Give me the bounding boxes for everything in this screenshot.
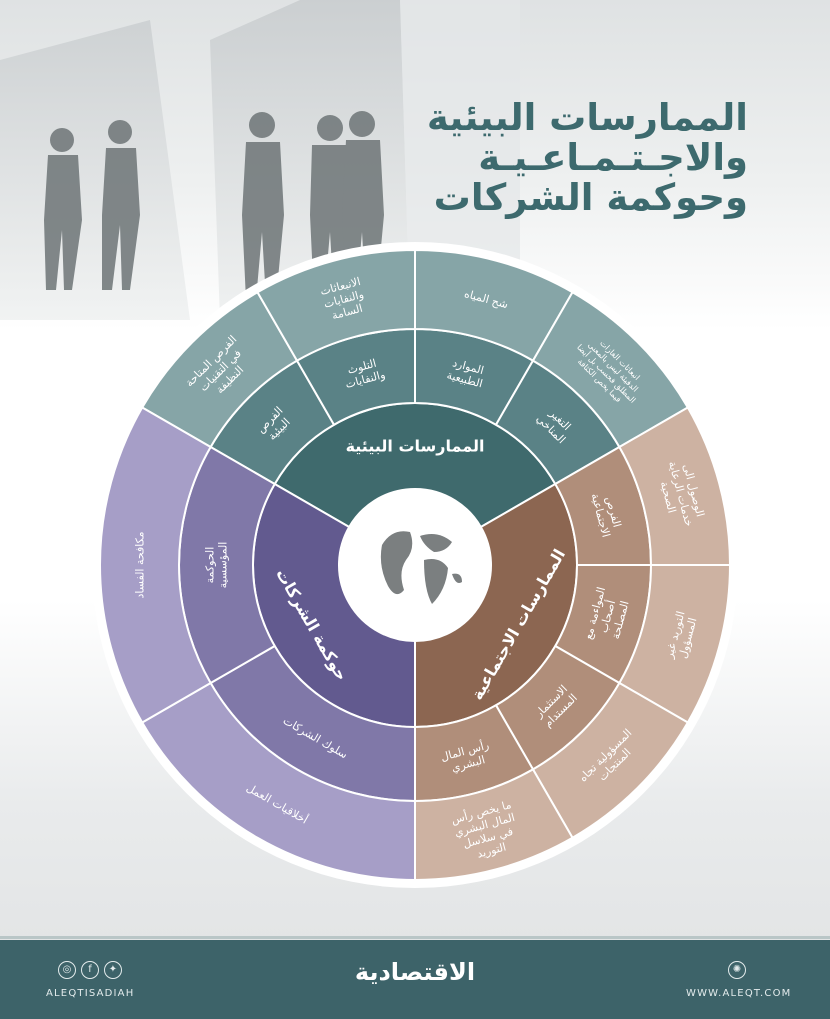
facebook-icon[interactable]: f: [81, 961, 99, 979]
title-line-2: والاجـتـمـاعـيـة: [478, 136, 748, 179]
page-title: الممارسات البيئية والاجـتـمـاعـيـة وحوكم…: [426, 96, 748, 219]
social-handle[interactable]: ALEQTISADIAH: [46, 988, 135, 999]
website-link[interactable]: WWW.ALEQT.COM: [686, 988, 792, 999]
brand-logo: الاقتصادية: [354, 958, 476, 986]
sector-1-outer-label-1: مكافحة الفساد: [133, 531, 146, 598]
sector-1-middle-label-1: الحوكمةالمؤسسية: [203, 542, 229, 589]
globe-icon: [380, 531, 462, 604]
sector-2-outer-label-3: ما يخص رأسالمال البشريفي سلاسلالتوريد: [449, 797, 523, 865]
sector-2-outer-3: [414, 768, 574, 882]
title-line-1: الممارسات البيئية: [426, 96, 748, 139]
wheel-center: [339, 489, 491, 641]
globe-small-icon: ✺: [728, 961, 746, 979]
business-people-illustration: [0, 0, 520, 320]
instagram-icon[interactable]: ◎: [58, 961, 76, 979]
sector-0-title: الممارسات البيئية: [346, 437, 485, 456]
footer-bar: [0, 940, 830, 1019]
social-links: ◎ f ✦: [58, 961, 122, 979]
title-line-3: وحوكمة الشركات: [433, 176, 748, 219]
sector-1-outer-1: [99, 406, 212, 724]
twitter-icon[interactable]: ✦: [104, 961, 122, 979]
footer-divider: [0, 936, 830, 939]
